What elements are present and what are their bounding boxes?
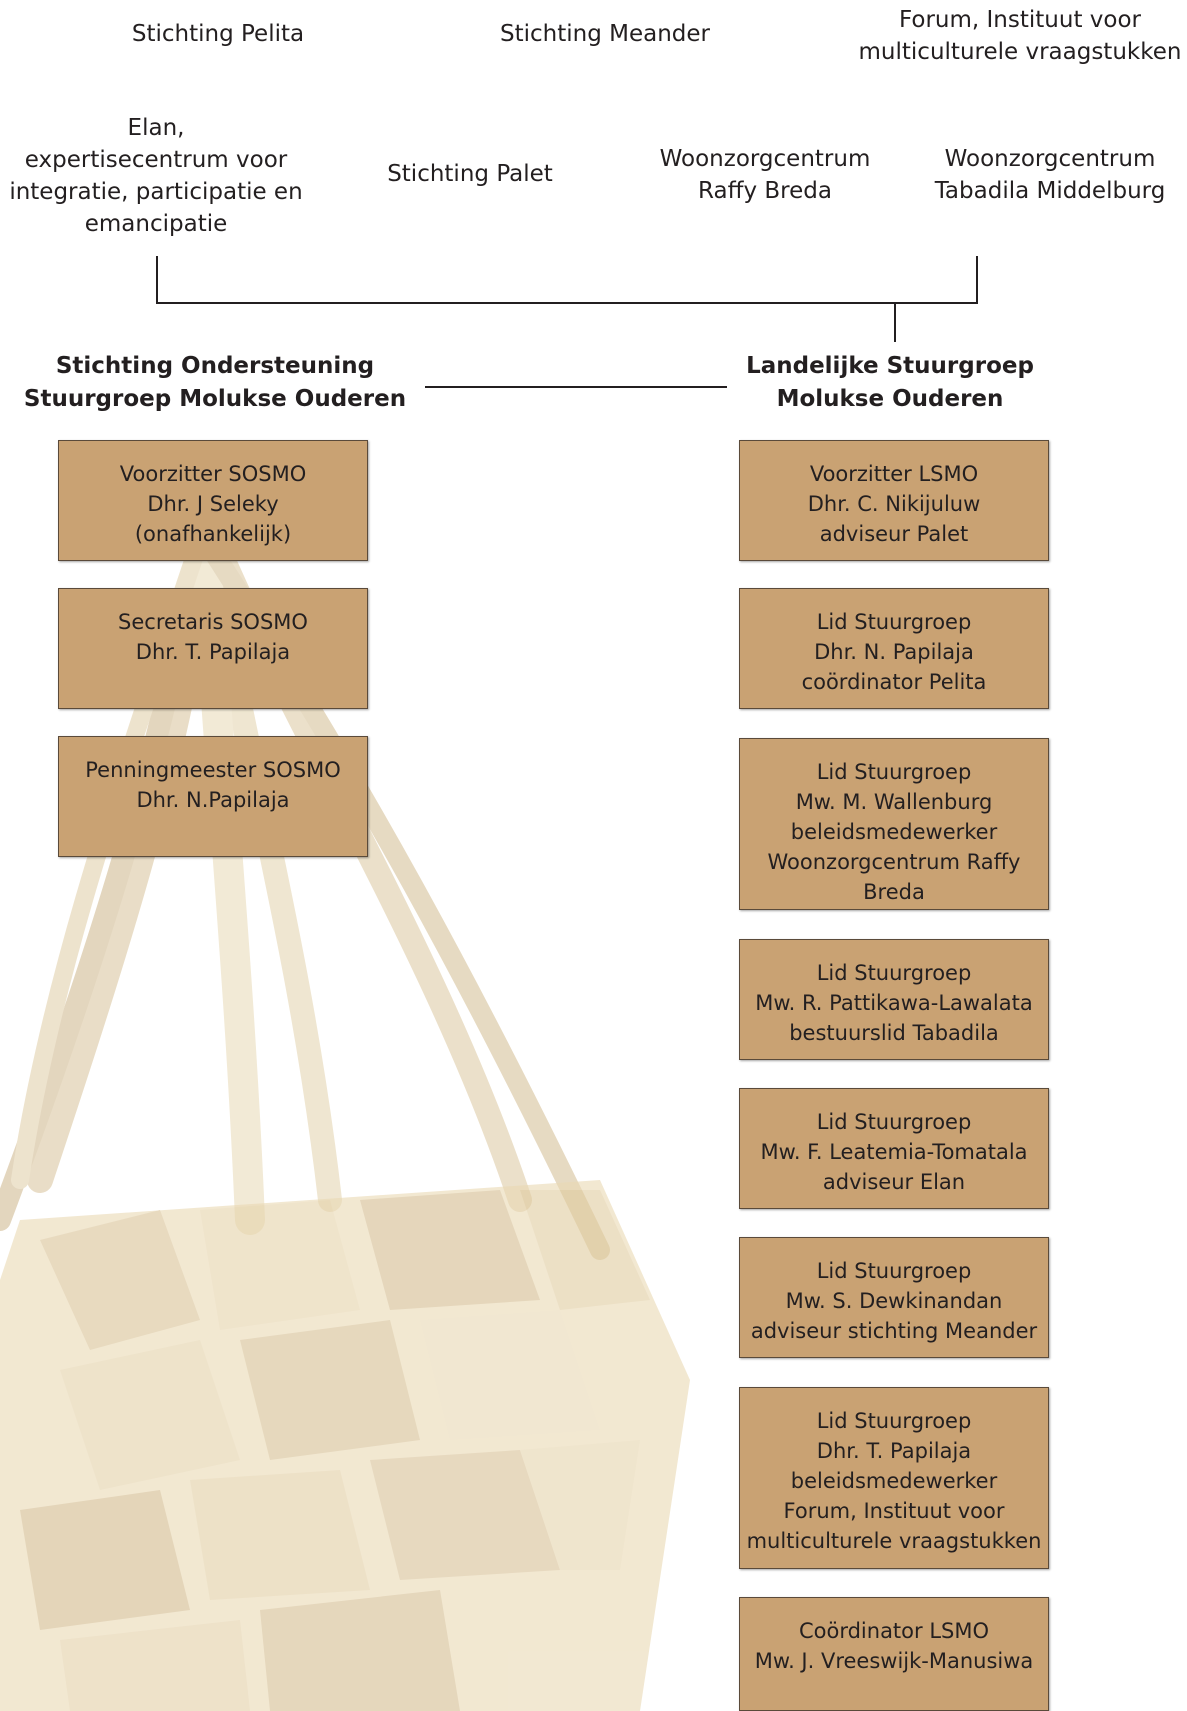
sosmo-box-secretaris: Secretaris SOSMO Dhr. T. Papilaja: [58, 588, 368, 709]
lsmo-box-lid-papilaja-t: Lid Stuurgroep Dhr. T. Papilaja beleidsm…: [739, 1387, 1049, 1569]
lsmo-box-lid-papilaja-n: Lid Stuurgroep Dhr. N. Papilaja coördina…: [739, 588, 1049, 709]
lsmo-box-voorzitter: Voorzitter LSMO Dhr. C. Nikijuluw advise…: [739, 440, 1049, 561]
heading-sosmo: Stichting Ondersteuning Stuurgroep Moluk…: [23, 353, 407, 412]
lsmo-box-coordinator: Coördinator LSMO Mw. J. Vreeswijk-Manusi…: [739, 1597, 1049, 1711]
lsmo-box-lid-pattikawa: Lid Stuurgroep Mw. R. Pattikawa-Lawalata…: [739, 939, 1049, 1060]
org-stichting-pelita: Stichting Pelita: [131, 21, 305, 47]
lsmo-box-lid-wallenburg: Lid Stuurgroep Mw. M. Wallenburg beleids…: [739, 738, 1049, 910]
lsmo-box-lid-dewkinandan: Lid Stuurgroep Mw. S. Dewkinandan advise…: [739, 1237, 1049, 1358]
connector-left-vertical: [156, 256, 158, 304]
connector-sosmo-lsmo: [425, 386, 727, 388]
lsmo-box-lid-leatemia: Lid Stuurgroep Mw. F. Leatemia-Tomatala …: [739, 1088, 1049, 1209]
connector-down-to-lsmo: [894, 302, 896, 342]
org-stichting-palet: Stichting Palet: [387, 161, 553, 187]
org-stichting-meander: Stichting Meander: [500, 21, 710, 47]
org-elan: Elan, expertisecentrum voor integratie, …: [9, 115, 303, 237]
org-woonzorgcentrum-raffy: Woonzorgcentrum Raffy Breda: [659, 146, 871, 204]
sosmo-box-penningmeester: Penningmeester SOSMO Dhr. N.Papilaja: [58, 736, 368, 857]
sosmo-box-voorzitter: Voorzitter SOSMO Dhr. J Seleky (onafhank…: [58, 440, 368, 561]
heading-lsmo: Landelijke Stuurgroep Molukse Ouderen: [746, 353, 1034, 412]
connector-right-vertical: [976, 256, 978, 304]
org-forum-instituut: Forum, Instituut voor multiculturele vra…: [858, 7, 1182, 65]
connector-horizontal-top: [156, 302, 978, 304]
org-woonzorgcentrum-tabadila: Woonzorgcentrum Tabadila Middelburg: [934, 146, 1166, 204]
